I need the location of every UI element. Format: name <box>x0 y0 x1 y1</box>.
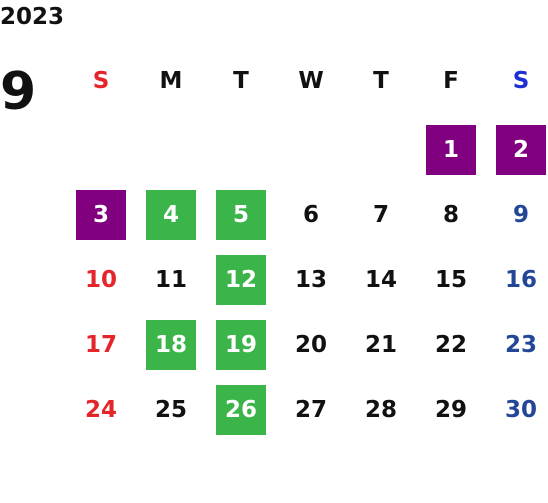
day-cell[interactable]: 19 <box>208 310 278 375</box>
green-highlight <box>216 320 266 370</box>
day-cell[interactable]: 17 <box>68 310 138 375</box>
weekday-label: F <box>443 68 459 94</box>
day-cell[interactable]: 12 <box>208 245 278 310</box>
day-cell[interactable]: 10 <box>68 245 138 310</box>
day-number: 15 <box>434 267 467 293</box>
calendar-month: 9 <box>0 62 37 122</box>
day-cell[interactable]: 4 <box>138 180 208 245</box>
day-number: 1 <box>442 137 459 163</box>
day-number: 29 <box>434 397 467 423</box>
weekday-label: W <box>298 68 324 94</box>
day-number: 5 <box>232 202 249 228</box>
day-number: 10 <box>84 267 117 293</box>
day-number: 18 <box>154 332 187 358</box>
day-cell[interactable]: 30 <box>488 375 548 440</box>
purple-highlight <box>76 190 126 240</box>
day-number: 14 <box>364 267 397 293</box>
day-number: 25 <box>154 397 187 423</box>
day-number: 28 <box>364 397 397 423</box>
day-number: 26 <box>224 397 257 423</box>
green-highlight <box>216 190 266 240</box>
purple-highlight <box>426 125 476 175</box>
day-cell[interactable]: 13 <box>278 245 348 310</box>
day-cell[interactable]: 29 <box>418 375 488 440</box>
day-cell[interactable]: 7 <box>348 180 418 245</box>
day-number: 12 <box>224 267 257 293</box>
day-cell[interactable]: 27 <box>278 375 348 440</box>
day-cell[interactable]: 1 <box>418 115 488 180</box>
day-number: 30 <box>504 397 537 423</box>
purple-highlight <box>496 125 546 175</box>
day-number: 4 <box>162 202 179 228</box>
green-highlight <box>216 385 266 435</box>
weekday-label: M <box>159 68 183 94</box>
day-cell[interactable]: 24 <box>68 375 138 440</box>
green-highlight <box>146 190 196 240</box>
day-cell[interactable]: 8 <box>418 180 488 245</box>
weekday-label: S <box>512 68 530 94</box>
day-cell[interactable]: 23 <box>488 310 548 375</box>
day-number: 11 <box>154 267 187 293</box>
day-number: 21 <box>364 332 397 358</box>
weekday-label: T <box>233 68 249 94</box>
day-cell[interactable]: 2 <box>488 115 548 180</box>
day-cell[interactable]: 26 <box>208 375 278 440</box>
day-cell[interactable]: 22 <box>418 310 488 375</box>
calendar-year: 2023 <box>0 4 65 30</box>
day-cell[interactable]: 9 <box>488 180 548 245</box>
day-cell[interactable]: 20 <box>278 310 348 375</box>
day-number: 7 <box>372 202 389 228</box>
day-number: 20 <box>294 332 327 358</box>
day-number: 17 <box>84 332 117 358</box>
day-number: 27 <box>294 397 327 423</box>
green-highlight <box>216 255 266 305</box>
day-cell[interactable]: 5 <box>208 180 278 245</box>
day-number: 24 <box>84 397 117 423</box>
day-cell[interactable]: 11 <box>138 245 208 310</box>
day-cell[interactable]: 18 <box>138 310 208 375</box>
day-cell[interactable]: 15 <box>418 245 488 310</box>
day-cell[interactable]: 3 <box>68 180 138 245</box>
day-cell[interactable]: 21 <box>348 310 418 375</box>
green-highlight <box>146 320 196 370</box>
day-cell[interactable]: 28 <box>348 375 418 440</box>
day-cell[interactable]: 16 <box>488 245 548 310</box>
day-cell[interactable]: 14 <box>348 245 418 310</box>
weekday-label: T <box>373 68 389 94</box>
day-number: 22 <box>434 332 467 358</box>
day-number: 2 <box>512 137 529 163</box>
day-number: 16 <box>504 267 537 293</box>
day-number: 3 <box>92 202 109 228</box>
day-number: 23 <box>504 332 537 358</box>
weekday-label: S <box>92 68 110 94</box>
day-cell[interactable]: 25 <box>138 375 208 440</box>
day-number: 6 <box>302 202 319 228</box>
day-number: 19 <box>224 332 257 358</box>
day-number: 9 <box>512 202 529 228</box>
day-number: 8 <box>442 202 459 228</box>
day-number: 13 <box>294 267 327 293</box>
day-cell[interactable]: 6 <box>278 180 348 245</box>
